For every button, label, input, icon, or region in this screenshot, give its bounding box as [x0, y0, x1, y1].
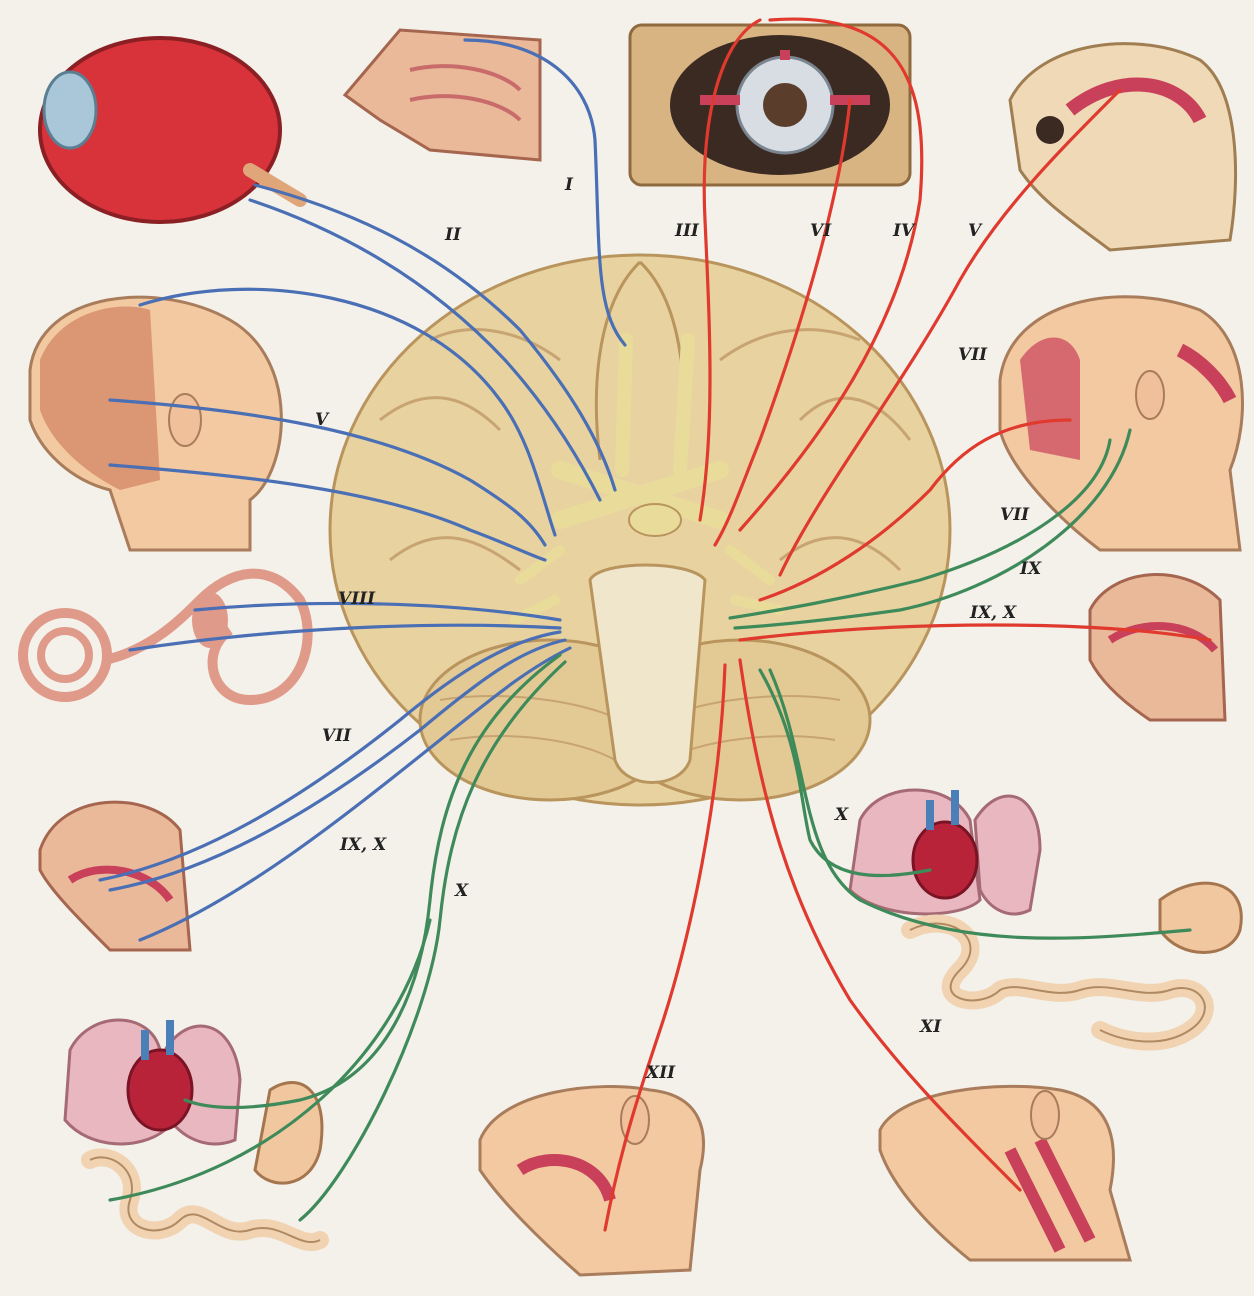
label-n7-right-top: VII [958, 345, 988, 365]
pharynx-organ [1090, 575, 1225, 720]
brain [330, 255, 950, 805]
label-n10-right: X [834, 805, 849, 825]
heart-lungs-left-organ [65, 1020, 240, 1144]
label-n4: IV [892, 221, 916, 241]
head-sensory-organ [30, 297, 281, 550]
tongue-organ [480, 1087, 703, 1275]
label-n5-top: V [968, 221, 983, 241]
label-n10-left: X [454, 881, 469, 901]
orbit-organ [630, 25, 910, 185]
label-n7-right-mid: VII [1000, 505, 1030, 525]
label-n12: XII [645, 1063, 676, 1083]
label-n3: III [674, 221, 700, 241]
eye-organ [40, 38, 300, 222]
nose-organ [345, 30, 540, 160]
label-n6: VI [810, 221, 832, 241]
label-n9-10-right: IX, X [969, 603, 1017, 623]
label-n1: I [564, 175, 574, 195]
label-n8-left: VIII [338, 589, 376, 609]
label-n9-10-left: IX, X [339, 835, 387, 855]
label-n9-right: IX [1019, 559, 1042, 579]
label-n7-left: VII [322, 726, 352, 746]
heart-lungs-right-organ [850, 790, 1040, 914]
inner-ear-organ [23, 574, 308, 700]
label-n11: XI [919, 1017, 942, 1037]
label-n5-left: V [315, 410, 330, 430]
label-n2: II [444, 225, 462, 245]
skull-organ [1010, 44, 1236, 250]
